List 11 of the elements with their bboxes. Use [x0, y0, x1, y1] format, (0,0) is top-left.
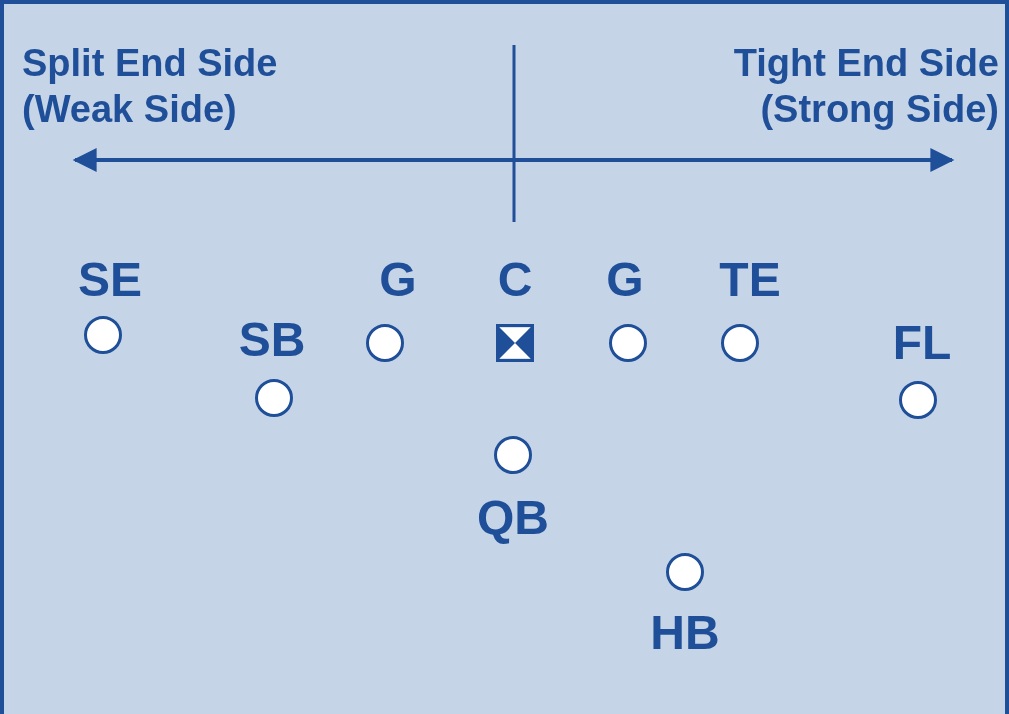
side-heading: Tight End Side (Strong Side) — [732, 41, 999, 132]
position-label: HB — [650, 607, 720, 659]
position-label: G — [379, 254, 417, 306]
position-label: C — [497, 254, 533, 306]
position-label: FL — [892, 317, 952, 369]
position-label: TE — [719, 254, 781, 306]
position-label: G — [606, 254, 644, 306]
position-label: SE — [78, 254, 142, 306]
side-heading: Split End Side (Weak Side) — [22, 41, 279, 132]
position-label: SB — [238, 314, 306, 366]
position-label: QB — [477, 492, 549, 544]
